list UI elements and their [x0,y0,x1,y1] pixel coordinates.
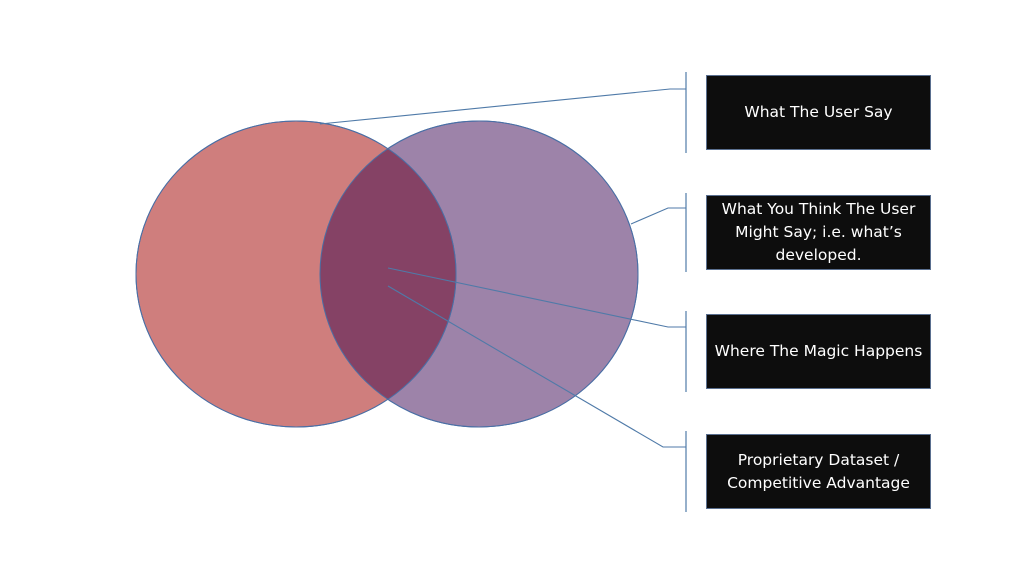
connector-think-user [630,207,686,225]
connector-dataset [387,285,686,448]
label-think-user: What You Think The User Might Say; i.e. … [721,200,916,264]
label-box-user-say: What The User Say [706,75,931,150]
connector-magic [387,267,686,328]
intersection-region [320,121,456,427]
right-circle-outline [319,120,639,428]
connector-user-say [319,88,686,125]
label-box-dataset: Proprietary Dataset / Competitive Advant… [706,434,931,509]
connector-lines [319,88,686,448]
label-box-think-user: What You Think The User Might Say; i.e. … [706,195,931,270]
label-user-say: What The User Say [744,103,893,121]
label-box-magic: Where The Magic Happens [706,314,931,389]
label-magic: Where The Magic Happens [714,342,923,360]
left-circle-outline [135,120,457,428]
label-dataset: Proprietary Dataset / Competitive Advant… [727,450,910,492]
